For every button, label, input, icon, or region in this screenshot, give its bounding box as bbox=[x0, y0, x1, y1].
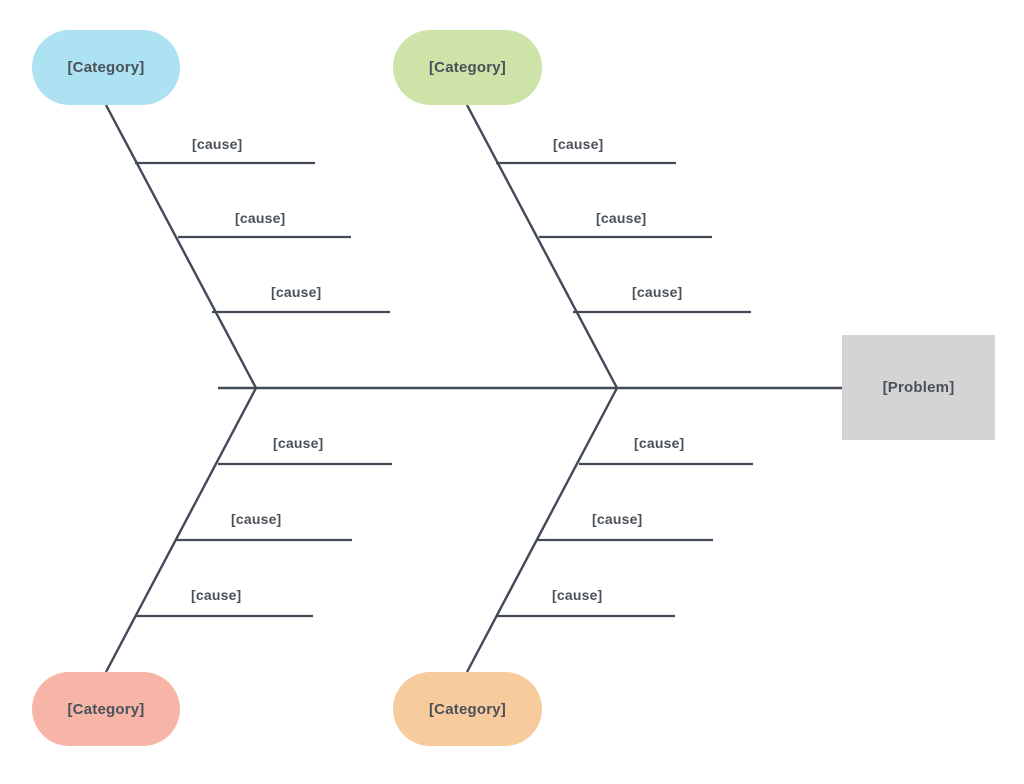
category-box-bottom-left[interactable]: [Category] bbox=[32, 672, 180, 746]
category-label: [Category] bbox=[67, 700, 145, 718]
category-label: [Category] bbox=[428, 700, 506, 718]
cause-label-cause-tr-2[interactable]: [cause] bbox=[596, 210, 647, 226]
category-box-top-left[interactable]: [Category] bbox=[32, 30, 180, 105]
cause-label-cause-bl-3[interactable]: [cause] bbox=[191, 587, 242, 603]
cause-lines-group bbox=[135, 161, 753, 618]
cause-label-cause-tl-2[interactable]: [cause] bbox=[235, 210, 286, 226]
category-label: [Category] bbox=[67, 59, 145, 76]
cause-label-cause-tl-3[interactable]: [cause] bbox=[271, 284, 322, 300]
cause-label-cause-bl-2[interactable]: [cause] bbox=[231, 511, 282, 527]
cause-label-cause-br-1[interactable]: [cause] bbox=[634, 435, 685, 451]
cause-label-cause-bl-1[interactable]: [cause] bbox=[273, 435, 324, 451]
cause-label-cause-tr-1[interactable]: [cause] bbox=[553, 136, 604, 152]
cause-label-cause-tr-3[interactable]: [cause] bbox=[632, 284, 683, 300]
rib-line-bottom-left bbox=[104, 387, 258, 673]
rib-lines-group bbox=[104, 104, 619, 673]
rib-line-top-right bbox=[465, 104, 619, 389]
category-label: [Category] bbox=[428, 59, 506, 76]
cause-label-cause-br-2[interactable]: [cause] bbox=[592, 511, 643, 527]
category-box-bottom-right[interactable]: [Category] bbox=[393, 672, 542, 746]
rib-line-bottom-right bbox=[465, 387, 619, 673]
category-box-top-right[interactable]: [Category] bbox=[393, 30, 542, 105]
problem-label: [Problem] bbox=[882, 379, 955, 396]
problem-box[interactable]: [Problem] bbox=[842, 335, 995, 440]
rib-line-top-left bbox=[104, 104, 258, 389]
cause-label-cause-tl-1[interactable]: [cause] bbox=[192, 136, 243, 152]
cause-label-cause-br-3[interactable]: [cause] bbox=[552, 587, 603, 603]
